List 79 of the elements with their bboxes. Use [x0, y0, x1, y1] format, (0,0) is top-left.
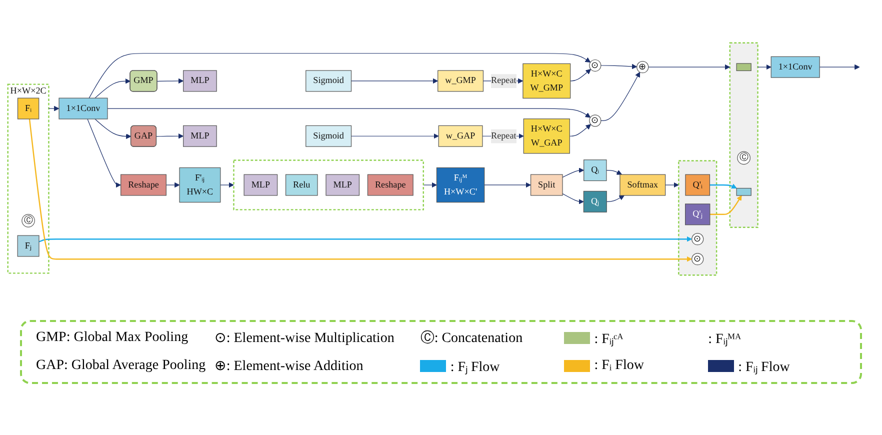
node-box — [285, 174, 318, 196]
arrow — [819, 64, 860, 70]
node-circle — [692, 253, 704, 266]
arrow — [600, 64, 638, 70]
arrow — [166, 182, 180, 188]
node-box — [685, 174, 710, 196]
node-box — [736, 63, 752, 72]
cluster — [678, 160, 718, 276]
node-box — [120, 174, 166, 196]
node-box — [179, 167, 221, 203]
arrow — [48, 106, 60, 112]
arrow — [710, 195, 742, 215]
node-circle — [589, 59, 602, 72]
node-box — [367, 174, 414, 196]
node-circle — [737, 151, 750, 165]
legend-label: : Fᵢⱼᶜᴬ — [594, 331, 624, 348]
arrow — [423, 182, 437, 188]
arrow — [600, 72, 640, 121]
node-box — [584, 160, 607, 182]
legend-label: : Fⱼ Flow — [450, 359, 500, 376]
legend-label: : Fᵢⱼ Flow — [738, 359, 790, 376]
arrow — [648, 64, 730, 70]
node-box — [770, 56, 820, 78]
legend-note: GMP: Global Max Pooling — [36, 330, 190, 346]
arrow — [484, 182, 532, 188]
arrow — [562, 193, 584, 204]
cluster — [233, 160, 424, 210]
arrow — [156, 78, 184, 84]
arrow — [350, 78, 438, 84]
node-box — [58, 98, 108, 120]
node-box — [326, 174, 360, 196]
arrow — [107, 108, 591, 118]
node-box — [17, 235, 40, 257]
legend-label: : Fᵢⱼᴹᴬ — [708, 331, 742, 348]
node-circle — [636, 61, 649, 74]
arrow — [757, 64, 772, 70]
cluster — [7, 84, 50, 274]
arrow — [220, 182, 234, 188]
node-box — [183, 70, 217, 92]
node-box — [306, 125, 352, 147]
edge-label: Repeat — [491, 76, 516, 86]
node-circle — [589, 114, 602, 127]
arrow — [710, 184, 737, 189]
node-box — [183, 125, 217, 147]
arrow — [350, 133, 439, 139]
network-diagram: H×W×2C Repeat Repeat MLP Relu MLP Reshape Fᵢ Ⓒ Fⱼ 1×1Conv GMP GAP MLP Sigmoid w_GMP H×W×C W_GMP ⊙ MLP Sigmoid w_GAP H×W×C W_GAP ⊙ ⊕ Ⓒ 1×1Conv Reshape F'ᵢⱼ HW×C Fᵢⱼᴹ H×W×C' Split Qᵢ Qⱼ Softmax Q'ᵢ Q'ⱼ ⊙ ⊙ — [3, 38, 879, 280]
arrow — [562, 168, 584, 178]
node-box — [685, 204, 710, 226]
legend-label: Ⓒ: Concatenation — [420, 329, 523, 347]
node-box — [438, 70, 484, 92]
node-box — [522, 63, 571, 99]
node-box — [306, 70, 352, 92]
node-box — [436, 167, 485, 203]
legend-label: : Fᵢ Flow — [594, 358, 644, 374]
legend-label: ⊙: Element-wise Multiplication — [214, 330, 394, 347]
arrow — [569, 124, 591, 136]
arrow — [606, 195, 624, 202]
arrow — [156, 133, 184, 139]
arrow — [94, 78, 131, 98]
arrow — [570, 69, 591, 82]
node-box — [736, 188, 752, 196]
node-circle — [22, 214, 35, 228]
node-box — [523, 118, 570, 154]
arrow — [94, 118, 132, 139]
arrow — [665, 182, 679, 188]
node-box — [244, 174, 278, 196]
node-circle — [692, 233, 704, 246]
node-box — [583, 190, 607, 212]
node-box — [438, 125, 483, 147]
legend-label: ⊕: Element-wise Addition — [214, 358, 364, 375]
arrow — [606, 170, 622, 175]
node-box — [17, 98, 40, 120]
legend-note: GAP: Global Average Pooling — [36, 358, 207, 374]
cluster — [729, 42, 758, 228]
node-box — [530, 174, 563, 196]
node-box — [620, 174, 666, 196]
edge-label: Repeat — [491, 131, 516, 141]
arrow — [38, 236, 692, 242]
arrow — [87, 118, 122, 188]
